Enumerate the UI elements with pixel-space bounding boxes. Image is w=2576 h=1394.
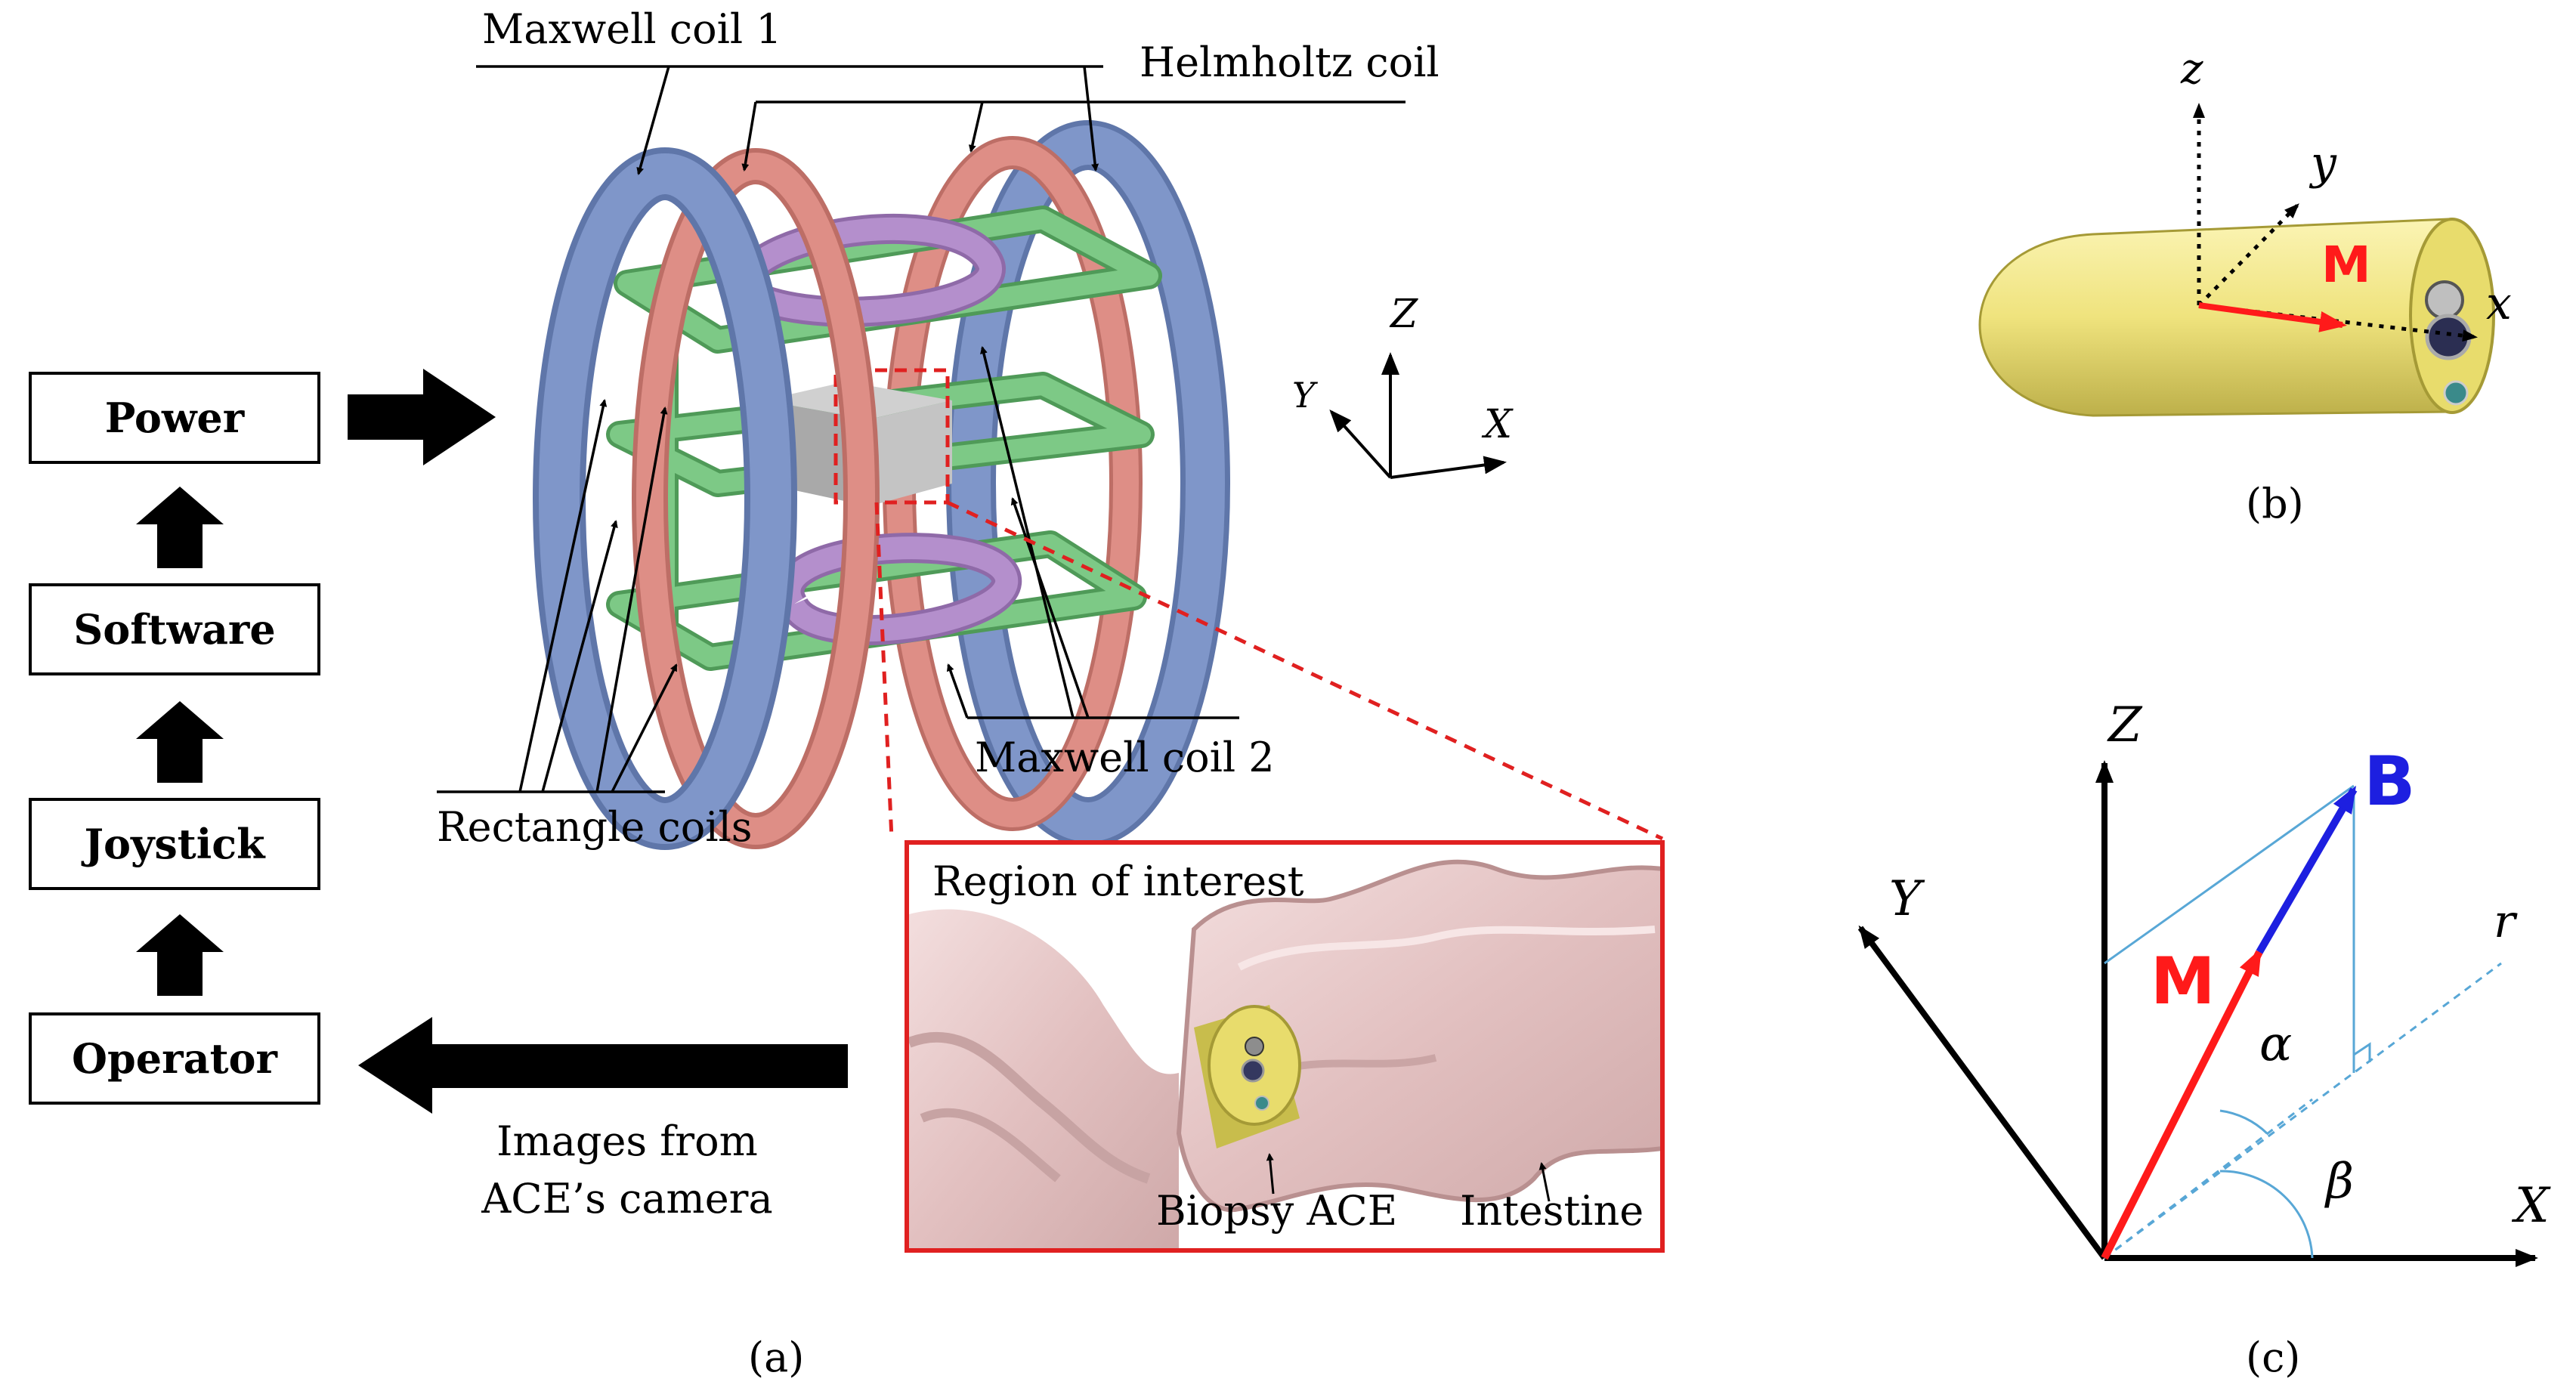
caption-c: (c) — [2246, 1334, 2301, 1381]
power-box: Power — [29, 372, 320, 464]
arrow-joystick-to-software — [136, 701, 224, 783]
maxwell-coil-2-label: Maxwell coil 2 — [975, 734, 1275, 781]
magnetization-vector-m-label: M — [2151, 944, 2216, 1019]
arrow-operator-to-joystick — [136, 914, 224, 996]
axis-b-y-label: y — [2311, 137, 2336, 190]
guides-c — [2104, 784, 2502, 1260]
images-label-line1: Images from — [496, 1117, 758, 1165]
arrow-software-to-power — [136, 487, 224, 568]
joystick-label: Joystick — [84, 820, 265, 868]
capsule-b — [1978, 218, 2495, 417]
roi-label: Region of interest — [932, 858, 1304, 905]
software-box: Software — [29, 583, 320, 675]
operator-label: Operator — [71, 1034, 277, 1083]
field-vector-b-label: B — [2364, 742, 2416, 821]
angle-beta-label: β — [2326, 1154, 2354, 1210]
joystick-box: Joystick — [29, 798, 320, 890]
magnetization-arrow-b — [2198, 302, 2347, 332]
axis-a-y-label: Y — [1292, 375, 1316, 416]
caption-a: (a) — [748, 1334, 805, 1381]
arrow-images-to-operator — [358, 1017, 848, 1114]
axis-c-r-label: r — [2494, 895, 2516, 948]
helmholtz-coil-label: Helmholtz coil — [1140, 39, 1440, 86]
power-label: Power — [104, 394, 245, 442]
magnetization-label-b: M — [2321, 236, 2371, 294]
arrow-power-to-coils — [348, 369, 496, 465]
intestine-label: Intestine — [1460, 1187, 1644, 1235]
coil-leaders — [437, 65, 1406, 793]
zoom-lines — [874, 500, 1664, 841]
intestine-inset — [905, 840, 1665, 1253]
axis-b-z-label: z — [2181, 45, 2203, 94]
flow-arrows — [136, 369, 848, 1114]
axis-a-z-label: Z — [1390, 292, 1418, 337]
b-vector-c — [2256, 785, 2358, 954]
images-label-line2: ACE’s camera — [481, 1175, 773, 1222]
angle-alpha-label: α — [2259, 1016, 2293, 1072]
axis-c-z-label: Z — [2108, 697, 2142, 753]
axes-a — [1329, 352, 1507, 479]
maxwell-coil-1-label: Maxwell coil 1 — [482, 5, 782, 53]
axes-c — [1857, 760, 2538, 1267]
software-label: Software — [73, 605, 276, 654]
axis-c-y-label: Y — [1889, 871, 1922, 927]
axis-a-x-label: X — [1484, 402, 1513, 447]
axis-c-x-label: X — [2515, 1178, 2550, 1234]
operator-box: Operator — [29, 1012, 320, 1105]
axis-b-x-label: x — [2486, 277, 2512, 330]
roi-marker — [833, 368, 950, 505]
caption-b: (b) — [2246, 480, 2304, 527]
m-vector-c — [2101, 947, 2263, 1260]
rectangle-coils-label: Rectangle coils — [437, 803, 753, 851]
coil-system — [533, 120, 1230, 850]
biopsy-ace-label: Biopsy ACE — [1156, 1187, 1398, 1235]
